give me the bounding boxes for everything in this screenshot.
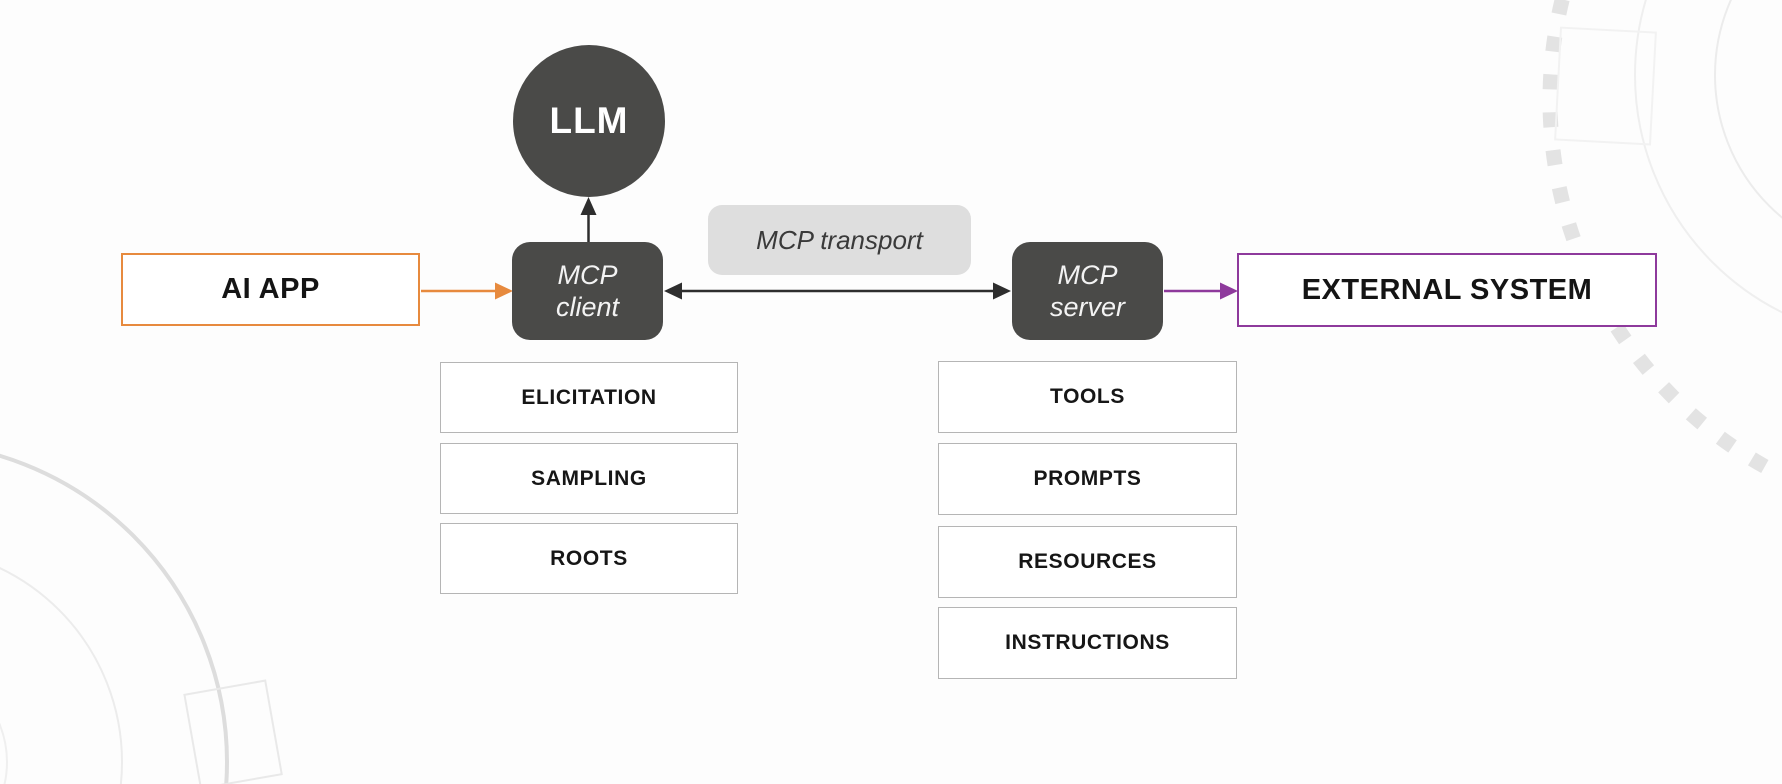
server-capability-prompts: PROMPTS [938,443,1237,515]
server-capability-instructions: INSTRUCTIONS [938,607,1237,679]
circle-decoration [1714,0,1782,219]
mcp-server-label-line2: server [1049,292,1125,322]
llm-node: LLM [513,45,665,197]
aiapp-to-client-arrow [421,282,513,300]
server-to-external-arrow [1164,282,1238,300]
ai-app-node: AI APP [121,253,420,326]
capability-label: TOOLS [1050,385,1125,408]
capability-label: INSTRUCTIONS [1005,631,1170,654]
arc-decoration [0,453,229,784]
capability-label: PROMPTS [1033,467,1142,490]
capability-label: ROOTS [550,546,628,570]
client-server-double-arrow [664,282,1011,300]
client-capability-roots: ROOTS [440,523,738,594]
client-to-llm-arrow [580,197,597,243]
square-decoration [1554,26,1657,146]
arc-decoration [0,567,123,784]
server-capability-tools: TOOLS [938,361,1237,433]
mcp-client-label-line2: client [555,292,620,322]
llm-label: LLM [549,100,629,141]
external-system-node: EXTERNAL SYSTEM [1237,253,1657,327]
mcp-client-node: MCP client [512,242,663,340]
client-capability-sampling: SAMPLING [440,443,738,514]
square-decoration [183,679,283,784]
client-capability-elicitation: ELICITATION [440,362,738,433]
ai-app-label: AI APP [221,273,320,305]
mcp-transport-label: MCP transport [756,224,923,255]
mcp-server-label-line1: MCP [1057,259,1118,290]
external-system-label: EXTERNAL SYSTEM [1301,273,1593,306]
server-capability-resources: RESOURCES [938,526,1237,598]
capability-label: RESOURCES [1018,550,1157,573]
circle-decoration [1634,0,1782,314]
mcp-client-label-line1: MCP [557,259,618,290]
mcp-transport-label-pill: MCP transport [708,205,971,275]
capability-label: SAMPLING [531,466,647,490]
capability-label: ELICITATION [521,385,657,409]
mcp-server-node: MCP server [1012,242,1163,340]
arc-decoration [0,722,8,784]
